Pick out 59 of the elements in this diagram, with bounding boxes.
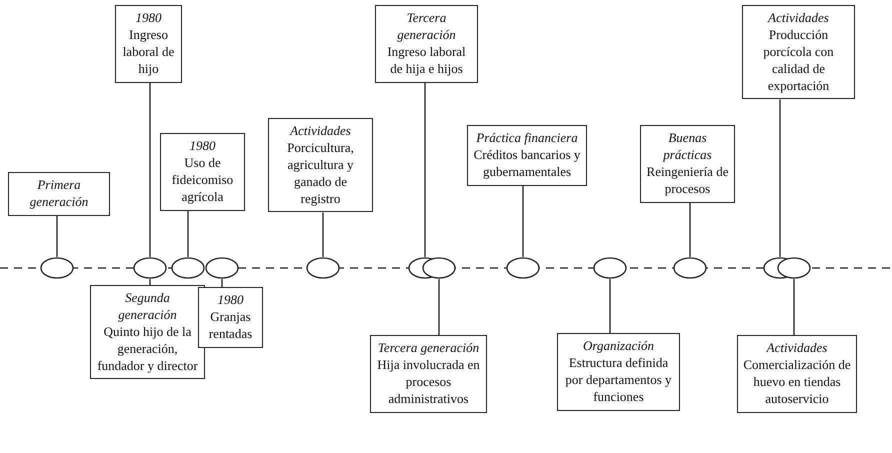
connector-line [56,216,58,257]
timeline-marker [422,257,456,279]
timeline-marker [593,257,627,279]
event-box [198,287,263,348]
event-box [370,335,487,413]
timeline-marker [306,257,340,279]
timeline-marker [205,257,239,279]
event-heading: 1980 [216,292,244,309]
connector-line [689,202,691,257]
event-box [557,333,680,411]
event-heading: Actividades [766,10,830,27]
event-heading: Primera generación [28,177,90,211]
event-description: Granjas rentadas [208,308,254,343]
event-box [160,133,245,211]
connector-line [438,279,440,335]
connector-line [187,210,189,257]
connector-line [779,99,781,257]
connector-line [793,279,795,335]
event-box [8,172,110,216]
event-description: Ingreso laboral de hijo [122,26,176,78]
event-heading: Buenas prácticas [662,130,713,164]
timeline-marker [777,257,811,279]
connector-line [322,212,324,257]
event-heading: Tercera generación [376,340,480,357]
event-heading: Práctica financiera [475,130,579,147]
timeline-marker [40,257,74,279]
timeline-marker [171,257,205,279]
event-description: Ingreso laboral de hija e hijos [386,44,467,78]
event-box [640,125,735,203]
event-description: Porcicultura, agricultura y ganado de registro [286,140,355,208]
event-box [375,5,478,83]
event-box [467,125,587,186]
timeline-marker [133,257,167,279]
connector-line [149,82,151,257]
event-description: Producción porcícola con calidad de exportación [762,26,835,94]
connector-line [609,279,611,333]
event-description: Comercialización de huevo en tiendas autoservicio [742,356,852,408]
event-description: Quinto hijo de la generación, fundador y director [96,324,199,374]
event-box [115,5,182,83]
event-heading: Tercera generación [396,10,457,44]
event-description: Créditos bancarios y gubernamentales [472,146,582,181]
timeline-marker [673,257,707,279]
event-heading: 1980 [134,10,162,27]
event-description: Reingeniería de procesos [646,164,730,198]
event-description: Estructura definida por departamentos y funciones [564,354,673,406]
event-box [742,5,855,100]
event-box [268,118,373,212]
connector-line [424,82,426,257]
event-description: Uso de fideicomiso agrícola [170,154,234,206]
connector-line [522,186,524,257]
event-box [737,335,857,413]
event-heading: Actividades [288,123,352,140]
event-box [90,285,205,380]
event-heading: Segunda generación [117,290,178,324]
event-heading: Organización [582,338,656,355]
event-heading: 1980 [188,138,216,155]
event-heading: Actividades [765,340,828,357]
timeline-marker [506,257,540,279]
event-description: Hija involucrada en procesos administrativos [376,356,481,408]
